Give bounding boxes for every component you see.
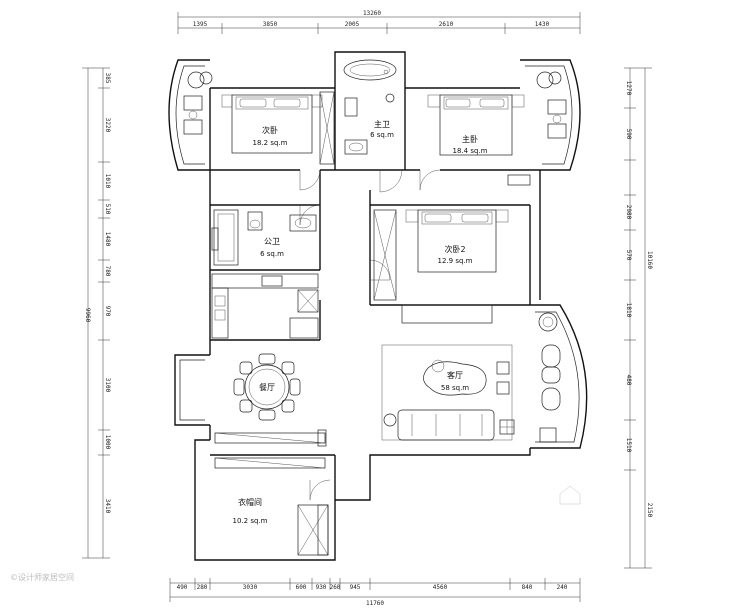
left-seg-4: 510 — [104, 204, 111, 215]
left-seg-2: 3220 — [104, 118, 111, 133]
right-seg-1: 1270 — [625, 81, 632, 96]
left-total-label: 9960 — [84, 308, 91, 323]
top-dimension: 13260 1395 3850 2005 2610 1430 — [177, 10, 581, 34]
bottom-seg-3: 3030 — [243, 584, 258, 591]
room-name-bedroom-2: 次卧2 — [444, 244, 465, 254]
right-total-label: 10160 — [646, 251, 653, 269]
room-area-public-bath: 6 sq.m — [260, 250, 284, 258]
bedroom-left-furniture — [183, 71, 335, 165]
bottom-seg-2: 280 — [197, 584, 208, 591]
bottom-seg-1: 490 — [177, 584, 188, 591]
room-area-master-bath: 6 sq.m — [370, 131, 394, 139]
top-seg-1: 1395 — [193, 21, 208, 28]
bottom-seg-8: 4560 — [433, 584, 448, 591]
bottom-seg-10: 240 — [557, 584, 568, 591]
right-seg-2: 590 — [625, 129, 632, 140]
room-name-bedroom-left: 次卧 — [262, 125, 278, 135]
watermark-text: ©设计师家居空间 — [10, 572, 74, 582]
right-extra-label: 2150 — [646, 503, 653, 518]
bottom-seg-5: 930 — [316, 584, 327, 591]
room-area-cloakroom: 10.2 sq.m — [233, 517, 268, 525]
public-bath-fixtures — [211, 209, 317, 266]
kitchen-fixtures — [211, 273, 319, 339]
bottom-seg-4: 600 — [296, 584, 307, 591]
right-dimension: 10160 1270 590 2980 570 1810 480 1510 21… — [624, 67, 653, 569]
bottom-seg-7: 945 — [350, 584, 361, 591]
left-seg-5: 1480 — [104, 232, 111, 247]
interior-walls — [210, 88, 540, 500]
bottom-seg-9: 840 — [522, 584, 533, 591]
bedroom-2-furniture — [373, 209, 509, 324]
right-seg-6: 480 — [625, 375, 632, 386]
top-total-label: 13260 — [363, 10, 381, 17]
left-dimension: 9960 385 3220 1010 510 1480 780 970 3100… — [82, 67, 111, 559]
left-seg-6: 780 — [104, 266, 111, 277]
left-seg-10: 3410 — [104, 499, 111, 514]
bottom-dimension: 490 280 3030 600 930 260 945 4560 840 24… — [169, 578, 581, 607]
room-area-bedroom-2: 12.9 sq.m — [438, 257, 473, 265]
room-name-dining: 餐厅 — [259, 383, 275, 392]
left-seg-9: 1000 — [104, 435, 111, 450]
doors — [299, 169, 441, 501]
dining-furniture — [214, 353, 327, 447]
left-seg-7: 970 — [104, 306, 111, 317]
room-name-living: 客厅 — [447, 370, 463, 380]
top-seg-4: 2610 — [439, 21, 454, 28]
room-name-cloakroom: 衣帽间 — [238, 497, 262, 507]
left-seg-1: 385 — [104, 73, 111, 84]
right-seg-3: 2980 — [625, 205, 632, 220]
right-seg-7: 1510 — [625, 438, 632, 453]
right-seg-5: 1810 — [625, 303, 632, 318]
right-seg-4: 570 — [625, 250, 632, 261]
top-seg-5: 1430 — [535, 21, 550, 28]
room-area-master-bedroom: 18.4 sq.m — [453, 147, 488, 155]
room-area-bedroom-left: 18.2 sq.m — [253, 139, 288, 147]
top-seg-3: 2005 — [345, 21, 360, 28]
bottom-total-label: 11760 — [366, 600, 384, 607]
room-name-public-bath: 公卫 — [264, 237, 280, 246]
bottom-seg-6: 260 — [330, 584, 341, 591]
room-name-master-bath: 主卫 — [374, 119, 390, 129]
living-furniture — [381, 312, 561, 443]
left-seg-8: 3100 — [104, 378, 111, 393]
room-labels: 次卧 18.2 sq.m 主卫 6 sq.m 主卧 18.4 sq.m 公卫 6… — [233, 119, 488, 525]
master-bedroom-furniture — [427, 71, 567, 186]
outer-walls — [168, 51, 588, 561]
cloakroom-furniture — [214, 457, 329, 556]
left-seg-3: 1010 — [104, 174, 111, 189]
watermark: ©设计师家居空间 — [10, 485, 581, 582]
master-bath-fixtures — [343, 59, 397, 155]
room-area-living: 58 sq.m — [441, 384, 469, 392]
room-name-master-bedroom: 主卧 — [462, 134, 478, 144]
top-seg-2: 3850 — [263, 21, 278, 28]
